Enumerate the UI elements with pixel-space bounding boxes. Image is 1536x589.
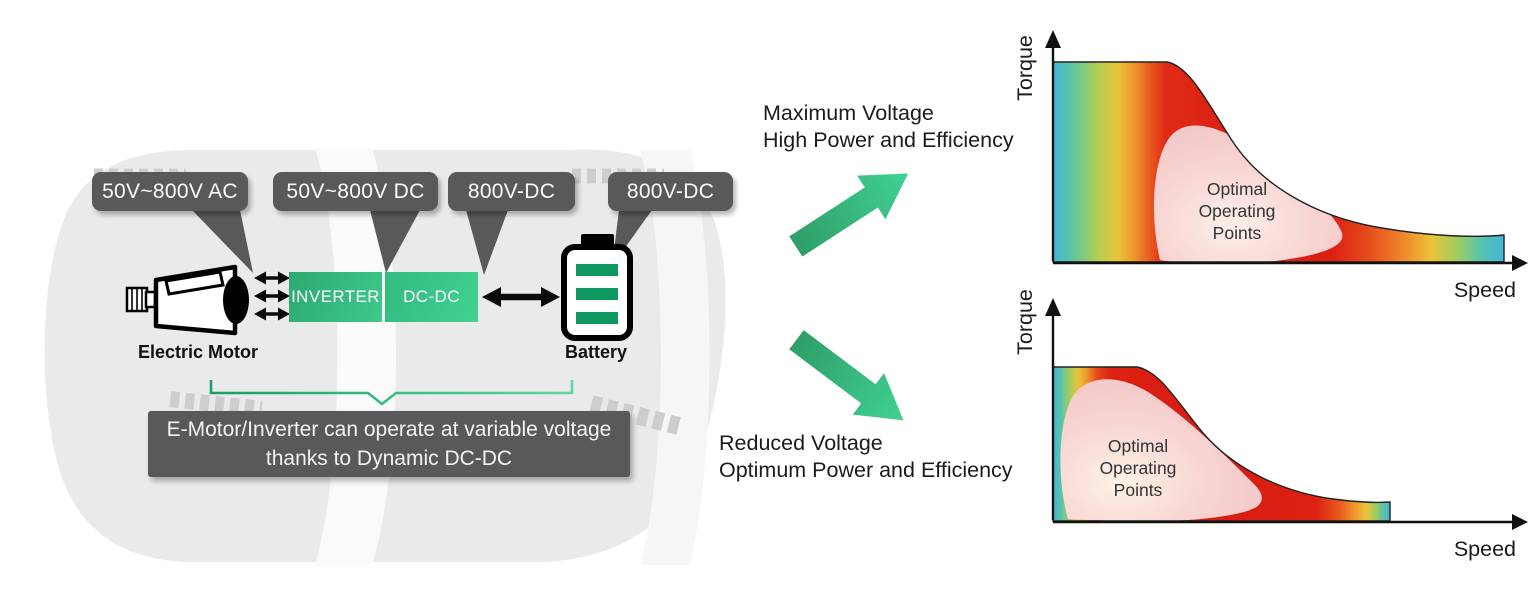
callout-battery-voltage: 800V-DC bbox=[608, 172, 733, 211]
note-line-2: thanks to Dynamic DC-DC bbox=[265, 447, 513, 470]
callout-dcdc-voltage: 800V-DC bbox=[448, 172, 575, 211]
optimal-region-label: Optimal Operating Points bbox=[1100, 436, 1177, 500]
y-axis-label: Torque bbox=[1013, 289, 1037, 355]
callout-inverter-dc-voltage: 50V~800V DC bbox=[273, 172, 438, 211]
svg-text:Operating: Operating bbox=[1100, 458, 1177, 478]
battery-bar bbox=[576, 312, 618, 324]
maximum-voltage-line-1: Maximum Voltage bbox=[763, 101, 934, 125]
callout-pointer-3 bbox=[466, 210, 508, 275]
maximum-voltage-annotation: Maximum Voltage High Power and Efficienc… bbox=[763, 100, 1014, 154]
callout-motor-ac-voltage: 50V~800V AC bbox=[92, 172, 248, 211]
x-axis-label: Speed bbox=[1454, 278, 1516, 302]
chart-reduced-voltage: Torque Speed Optimal Operating Points bbox=[1013, 289, 1528, 561]
y-axis-arrowhead bbox=[1045, 298, 1061, 316]
y-axis-label: Torque bbox=[1013, 35, 1037, 101]
arrow-down-right-icon bbox=[789, 330, 904, 421]
dynamic-dcdc-note: E-Motor/Inverter can operate at variable… bbox=[148, 411, 630, 477]
callout-pointer-2 bbox=[370, 210, 420, 273]
svg-text:Points: Points bbox=[1213, 223, 1262, 243]
x-axis-arrowhead bbox=[1512, 255, 1528, 271]
inverter-block: INVERTER bbox=[289, 272, 382, 322]
dc-flow-arrow bbox=[482, 287, 560, 307]
maximum-voltage-line-2: High Power and Efficiency bbox=[763, 128, 1014, 152]
reduced-voltage-annotation: Reduced Voltage Optimum Power and Effici… bbox=[719, 430, 1013, 484]
dcdc-block: DC-DC bbox=[385, 272, 478, 322]
arrow-up-right-icon bbox=[789, 173, 909, 257]
reduced-voltage-line-1: Reduced Voltage bbox=[719, 431, 883, 455]
battery-bar bbox=[576, 288, 618, 300]
note-line-1: E-Motor/Inverter can operate at variable… bbox=[166, 418, 612, 441]
optimal-operating-region bbox=[1154, 125, 1343, 262]
callout-pointer-1 bbox=[192, 210, 253, 273]
svg-text:Points: Points bbox=[1114, 480, 1163, 500]
variable-voltage-brace bbox=[209, 380, 574, 406]
x-axis-arrowhead bbox=[1512, 514, 1528, 530]
y-axis-arrowhead bbox=[1045, 30, 1061, 48]
battery-label: Battery bbox=[564, 342, 628, 362]
svg-text:Optimal: Optimal bbox=[1108, 436, 1168, 456]
optimal-region-label: Optimal Operating Points bbox=[1199, 179, 1276, 243]
optimal-operating-region bbox=[1060, 379, 1262, 521]
electric-motor-label: Electric Motor bbox=[137, 342, 259, 362]
svg-text:Operating: Operating bbox=[1199, 201, 1276, 221]
ac-flow-arrows bbox=[254, 271, 290, 321]
electric-motor-icon bbox=[125, 264, 249, 336]
battery-icon bbox=[561, 234, 633, 341]
battery-bar bbox=[576, 264, 618, 276]
x-axis-label: Speed bbox=[1454, 537, 1516, 561]
svg-text:Optimal: Optimal bbox=[1207, 179, 1267, 199]
reduced-voltage-line-2: Optimum Power and Efficiency bbox=[719, 458, 1013, 482]
chart-max-voltage: Torque Speed Optimal Operating Points bbox=[1013, 30, 1528, 302]
